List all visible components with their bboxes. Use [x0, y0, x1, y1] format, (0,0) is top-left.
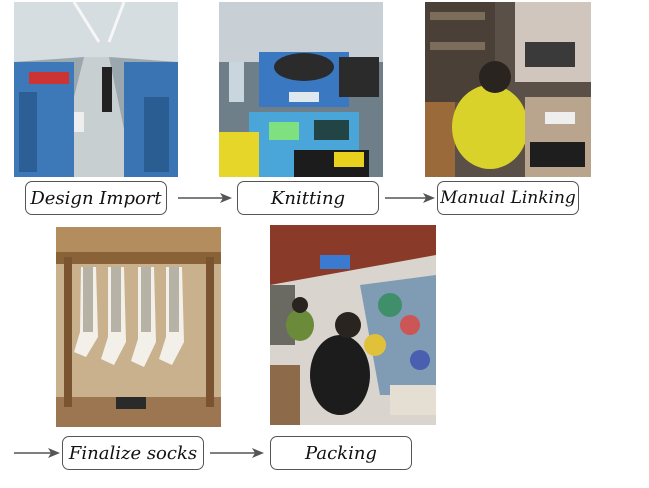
knitting-machine-photo [219, 2, 383, 177]
step-label: Packing [305, 442, 377, 464]
step-design-import: Design Import [25, 181, 167, 215]
step-label: Finalize socks [68, 442, 198, 464]
step-packing: Packing [270, 436, 412, 470]
packing-workers-photo [270, 225, 436, 425]
flow-arrow-2 [385, 190, 437, 206]
step-label: Knitting [270, 187, 346, 209]
step-finalize-socks: Finalize socks [62, 436, 204, 470]
factory-floor-photo [14, 2, 178, 177]
sock-forms-photo [56, 227, 221, 427]
step-knitting: Knitting [237, 181, 379, 215]
linking-worker-photo [425, 2, 591, 177]
flow-arrow-1 [178, 190, 234, 206]
step-label: Design Import [30, 187, 162, 209]
flow-arrow-3 [14, 445, 62, 461]
step-manual-linking: Manual Linking [437, 181, 579, 215]
flow-arrow-4 [210, 445, 266, 461]
step-label: Manual Linking [440, 188, 576, 208]
